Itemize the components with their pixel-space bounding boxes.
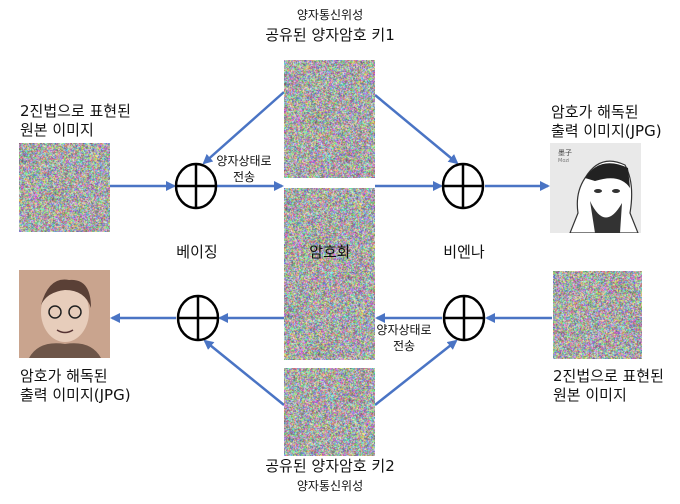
source-binary-image-bottom	[553, 271, 642, 359]
xor-icon-top-right	[441, 162, 485, 210]
transmit-label-bottom-line2: 전송	[392, 339, 416, 353]
top-key-label: 공유된 양자암호 키1	[265, 26, 395, 44]
city-label-vienna: 비엔나	[443, 243, 485, 261]
city-label-beijing: 베이징	[176, 243, 218, 261]
arrow-key2-to-vienna	[374, 339, 458, 406]
output-label-bottom-line1: 암호가 해독된	[20, 367, 108, 385]
xor-icon-top-left	[174, 162, 218, 210]
source-label-top-line1: 2진법으로 표현된	[20, 102, 131, 120]
source-binary-image-top	[19, 143, 110, 232]
output-label-top-line1: 암호가 해독된	[551, 103, 639, 121]
transmit-label-bottom-line1: 양자상태로	[376, 323, 432, 337]
arrow-key1-to-beijing	[202, 91, 285, 165]
output-label-bottom-line2: 출력 이미지(JPG)	[20, 386, 131, 404]
transmit-label-top-line2: 전송	[232, 170, 256, 184]
source-label-bottom-line2: 원본 이미지	[553, 386, 627, 404]
portrait-caption-cn: 墨子	[558, 149, 572, 157]
transmit-label-top-line1: 양자상태로	[216, 154, 272, 168]
encrypted-noise-image-bottom	[284, 272, 375, 360]
source-label-bottom-line1: 2진법으로 표현된	[553, 367, 664, 385]
arrow-key1-to-vienna	[374, 94, 459, 165]
output-label-top-line2: 출력 이미지(JPG)	[551, 122, 662, 140]
xor-icon-bottom-right	[442, 294, 486, 342]
bottom-key-label: 공유된 양자암호 키2	[265, 457, 395, 475]
source-label-top-line2: 원본 이미지	[20, 121, 94, 139]
bottom-satellite-label: 양자통신위성	[296, 479, 364, 493]
key1-noise-image	[284, 60, 375, 178]
arrow-key2-to-beijing	[203, 339, 285, 406]
top-satellite-label: 양자통신위성	[296, 8, 364, 22]
output-portrait-mozi: 墨子 Mozi	[550, 143, 641, 234]
output-portrait-photo	[19, 270, 110, 358]
portrait-caption-en: Mozi	[558, 158, 570, 164]
key2-noise-image	[284, 368, 375, 456]
xor-icon-bottom-left	[176, 294, 220, 342]
encryption-label: 암호화	[309, 243, 351, 261]
